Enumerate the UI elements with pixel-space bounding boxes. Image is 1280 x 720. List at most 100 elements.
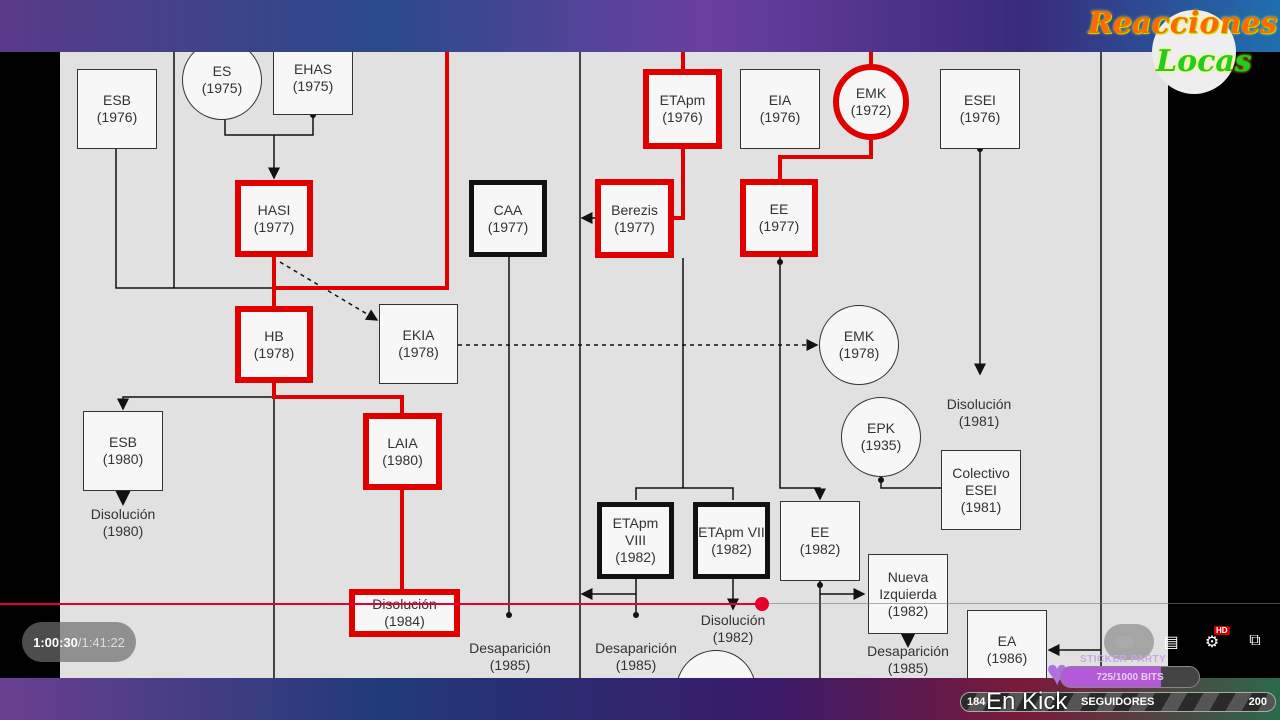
outcome-text: Disolución (700, 612, 766, 628)
connector-line (272, 383, 404, 413)
duration: 1:41:22 (81, 634, 125, 650)
connector-dot (506, 612, 512, 618)
sticker-party-title: STICKER PARTY (1080, 654, 1167, 665)
node-year: (1978) (398, 344, 439, 360)
diagram-node: EKIA(1978) (379, 304, 458, 384)
settings-button[interactable]: ⚙ (1201, 632, 1223, 651)
connector-line (224, 115, 314, 136)
node-year: (1981) (960, 498, 1002, 515)
hd-badge: HD (1214, 626, 1230, 635)
connector-dot (878, 477, 884, 483)
progress-bar-track[interactable] (761, 603, 1280, 604)
outcome-text: Disolución (90, 506, 156, 522)
node-name: EE (810, 524, 830, 540)
node-name: HB (264, 327, 284, 344)
letterbox-right (1168, 52, 1280, 678)
diagram-outcome-label: Disolución(1981) (947, 396, 1012, 430)
node-year: (1982) (711, 540, 752, 557)
outcome-text: Desaparición (469, 640, 551, 656)
outcome-text: Disolución (946, 396, 1012, 412)
diagram-node: EIA(1976) (740, 69, 820, 149)
diagram-node: EE(1982) (780, 501, 860, 581)
bits-count: 725/1000 BITS (1096, 671, 1164, 683)
followers-goal-bar: 184 SEGUIDORES 200 (960, 692, 1276, 712)
connector-dot (817, 582, 823, 588)
node-year: (1976) (759, 109, 801, 125)
node-name: EHAS (293, 60, 333, 77)
outcome-year: (1985) (887, 660, 929, 676)
diagram-node: ES(1975) (182, 52, 262, 120)
connector-line (635, 487, 734, 500)
diagram-node: ESB(1980) (83, 411, 163, 491)
connector-line (674, 149, 685, 220)
diagram-node: ESEI(1976) (940, 69, 1020, 149)
connector-line (779, 257, 826, 501)
diagram-node: Nueva Izquierda(1982) (868, 554, 948, 634)
stream-background-top (0, 0, 1280, 52)
node-year: (1978) (253, 344, 295, 361)
diagram-node: ESB(1976) (77, 69, 157, 149)
diagram-node: EPK(1935) (841, 397, 921, 477)
diagram-outcome-label: Desaparición(1985) (867, 643, 949, 677)
progress-bar-played[interactable] (0, 603, 762, 605)
connector-line (117, 396, 274, 411)
node-name: EPK (866, 420, 895, 436)
diagram-node: ETApm VII(1982) (693, 502, 770, 579)
diagram-outcome-label: Disolución(1982) (701, 612, 766, 646)
diagram-node: EHAS(1975) (273, 52, 353, 115)
time-separator: / (77, 634, 82, 650)
logo-text-2: Locas (1156, 44, 1252, 79)
node-name: HASI (257, 201, 291, 218)
diagram-node: HASI(1977) (235, 180, 313, 257)
outcome-year: (1981) (958, 413, 1000, 429)
outcome-text: Desaparición (595, 640, 677, 656)
logo-moon (1152, 10, 1236, 94)
autoplay-toggle[interactable] (1104, 624, 1154, 660)
node-name: ES (212, 63, 232, 79)
diagram-outcome-label: Disolución(1980) (91, 506, 156, 540)
diagram-outcome-label: Desaparición(1985) (595, 640, 677, 674)
progress-scrubber[interactable] (754, 597, 769, 611)
diagram-node: CAA(1977) (469, 180, 547, 257)
outcome-text: Desaparición (867, 643, 949, 659)
subtitles-button[interactable]: ▤ (1160, 632, 1182, 651)
node-year: (1982) (799, 541, 841, 557)
node-year: (1972) (850, 102, 892, 118)
node-year: (1976) (959, 109, 1001, 125)
node-name: ETApm VII (698, 523, 765, 540)
node-name: EMK (843, 328, 875, 344)
node-name: ETApm VIII (612, 515, 659, 548)
outcome-year: (1980) (102, 523, 144, 539)
node-year: (1986) (986, 650, 1028, 666)
diagram-node: ETApm(1976) (643, 69, 722, 149)
diagram-node: EE(1977) (740, 179, 818, 257)
diagram-node: HB(1978) (235, 306, 313, 383)
caption-text: En Kick (986, 688, 1068, 715)
node-year: (1978) (838, 345, 880, 361)
connector-line (279, 261, 379, 321)
node-name: ETApm (659, 92, 706, 108)
node-year: (1977) (253, 218, 295, 235)
node-year: (1977) (758, 218, 800, 234)
outcome-year: (1985) (615, 657, 657, 673)
followers-goal: 200 (1248, 696, 1267, 708)
node-year: (1975) (292, 77, 334, 94)
subtitles-icon: ▤ (1163, 634, 1179, 651)
outcome-year: (1985) (489, 657, 531, 673)
current-time: 1:00:30 (33, 634, 78, 650)
diagram-node: LAIA(1980) (363, 413, 442, 490)
node-name: ESEI (964, 92, 996, 108)
diagram-node: Berezis(1977) (595, 179, 674, 258)
node-name: ESB (108, 434, 137, 450)
theater-mode-button[interactable]: ⧉ (1244, 632, 1266, 650)
diagram-node: EMK(1972) (833, 64, 909, 140)
node-year: (1984) (384, 613, 425, 629)
node-year: (1982) (887, 602, 929, 619)
connector-line (274, 52, 449, 290)
node-name: Berezis (611, 201, 658, 218)
diagram-outcome-label: Desaparición(1985) (469, 640, 551, 674)
node-year: (1976) (96, 109, 138, 125)
theater-icon: ⧉ (1249, 632, 1261, 649)
outcome-year: (1982) (712, 629, 754, 645)
connector-line (880, 477, 941, 489)
